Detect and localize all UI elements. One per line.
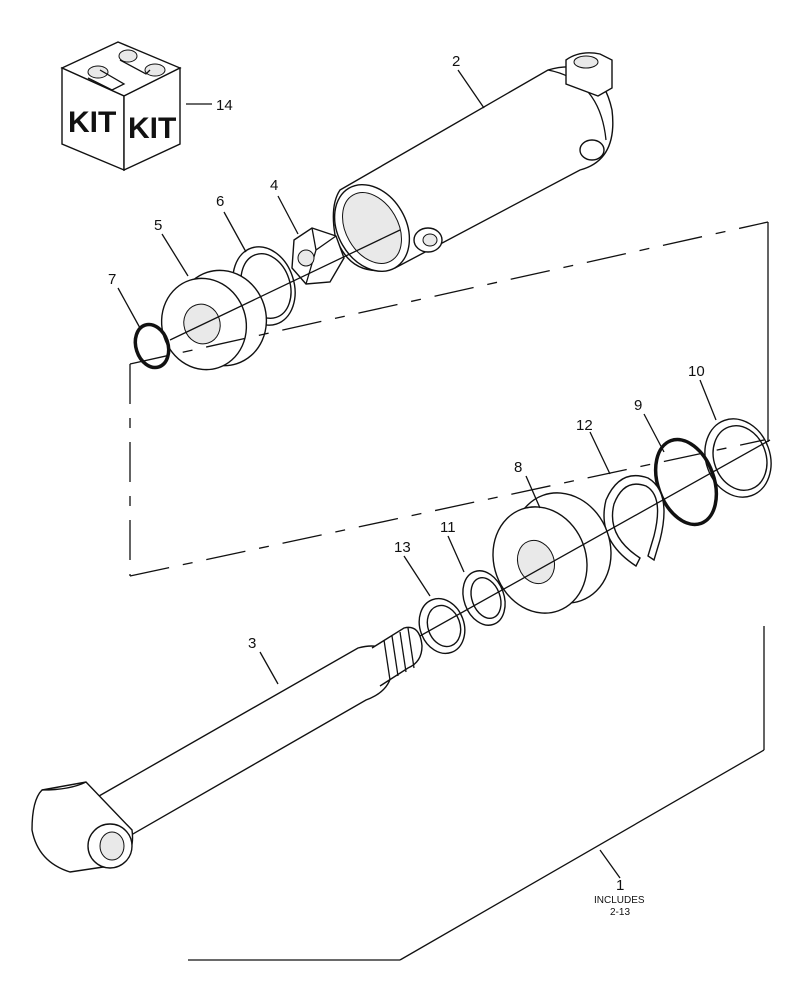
leader-lines — [117, 69, 717, 879]
ring-11 — [462, 570, 506, 626]
snap-ring-12 — [603, 474, 665, 568]
callout-8: 8 — [514, 459, 522, 476]
callout-11: 11 — [440, 519, 456, 536]
ring-13 — [418, 597, 466, 655]
axis-upper — [169, 229, 401, 341]
piston-rod — [31, 626, 423, 873]
callout-5: 5 — [154, 217, 162, 234]
item-1-bracket — [188, 626, 765, 961]
includes-note-line1: INCLUDES — [594, 895, 645, 906]
callout-3: 3 — [248, 635, 256, 652]
o-ring-7 — [133, 322, 171, 370]
callout-13: 13 — [394, 539, 411, 556]
callout-12: 12 — [576, 417, 593, 434]
assembly-boundary — [129, 221, 769, 577]
nut — [291, 227, 345, 285]
kit-box: KIT KIT — [60, 41, 182, 172]
callout-7: 7 — [108, 271, 116, 288]
callout-1: 1 — [616, 877, 624, 894]
axis-lower — [419, 439, 771, 637]
includes-note-line2: 2-13 — [610, 907, 630, 918]
callout-numbers: 2 4 6 5 7 14 10 9 12 8 11 13 3 1 INCLUDE… — [108, 53, 705, 918]
callout-9: 9 — [634, 397, 642, 414]
callout-6: 6 — [216, 193, 224, 210]
kit-label-left: KIT — [68, 106, 116, 139]
callout-4: 4 — [270, 177, 278, 194]
piston-8 — [492, 492, 612, 614]
callout-14: 14 — [216, 97, 233, 114]
cylinder-barrel — [332, 52, 614, 273]
kit-label-right: KIT — [128, 112, 176, 145]
callout-2: 2 — [452, 53, 460, 70]
callout-10: 10 — [688, 363, 705, 380]
